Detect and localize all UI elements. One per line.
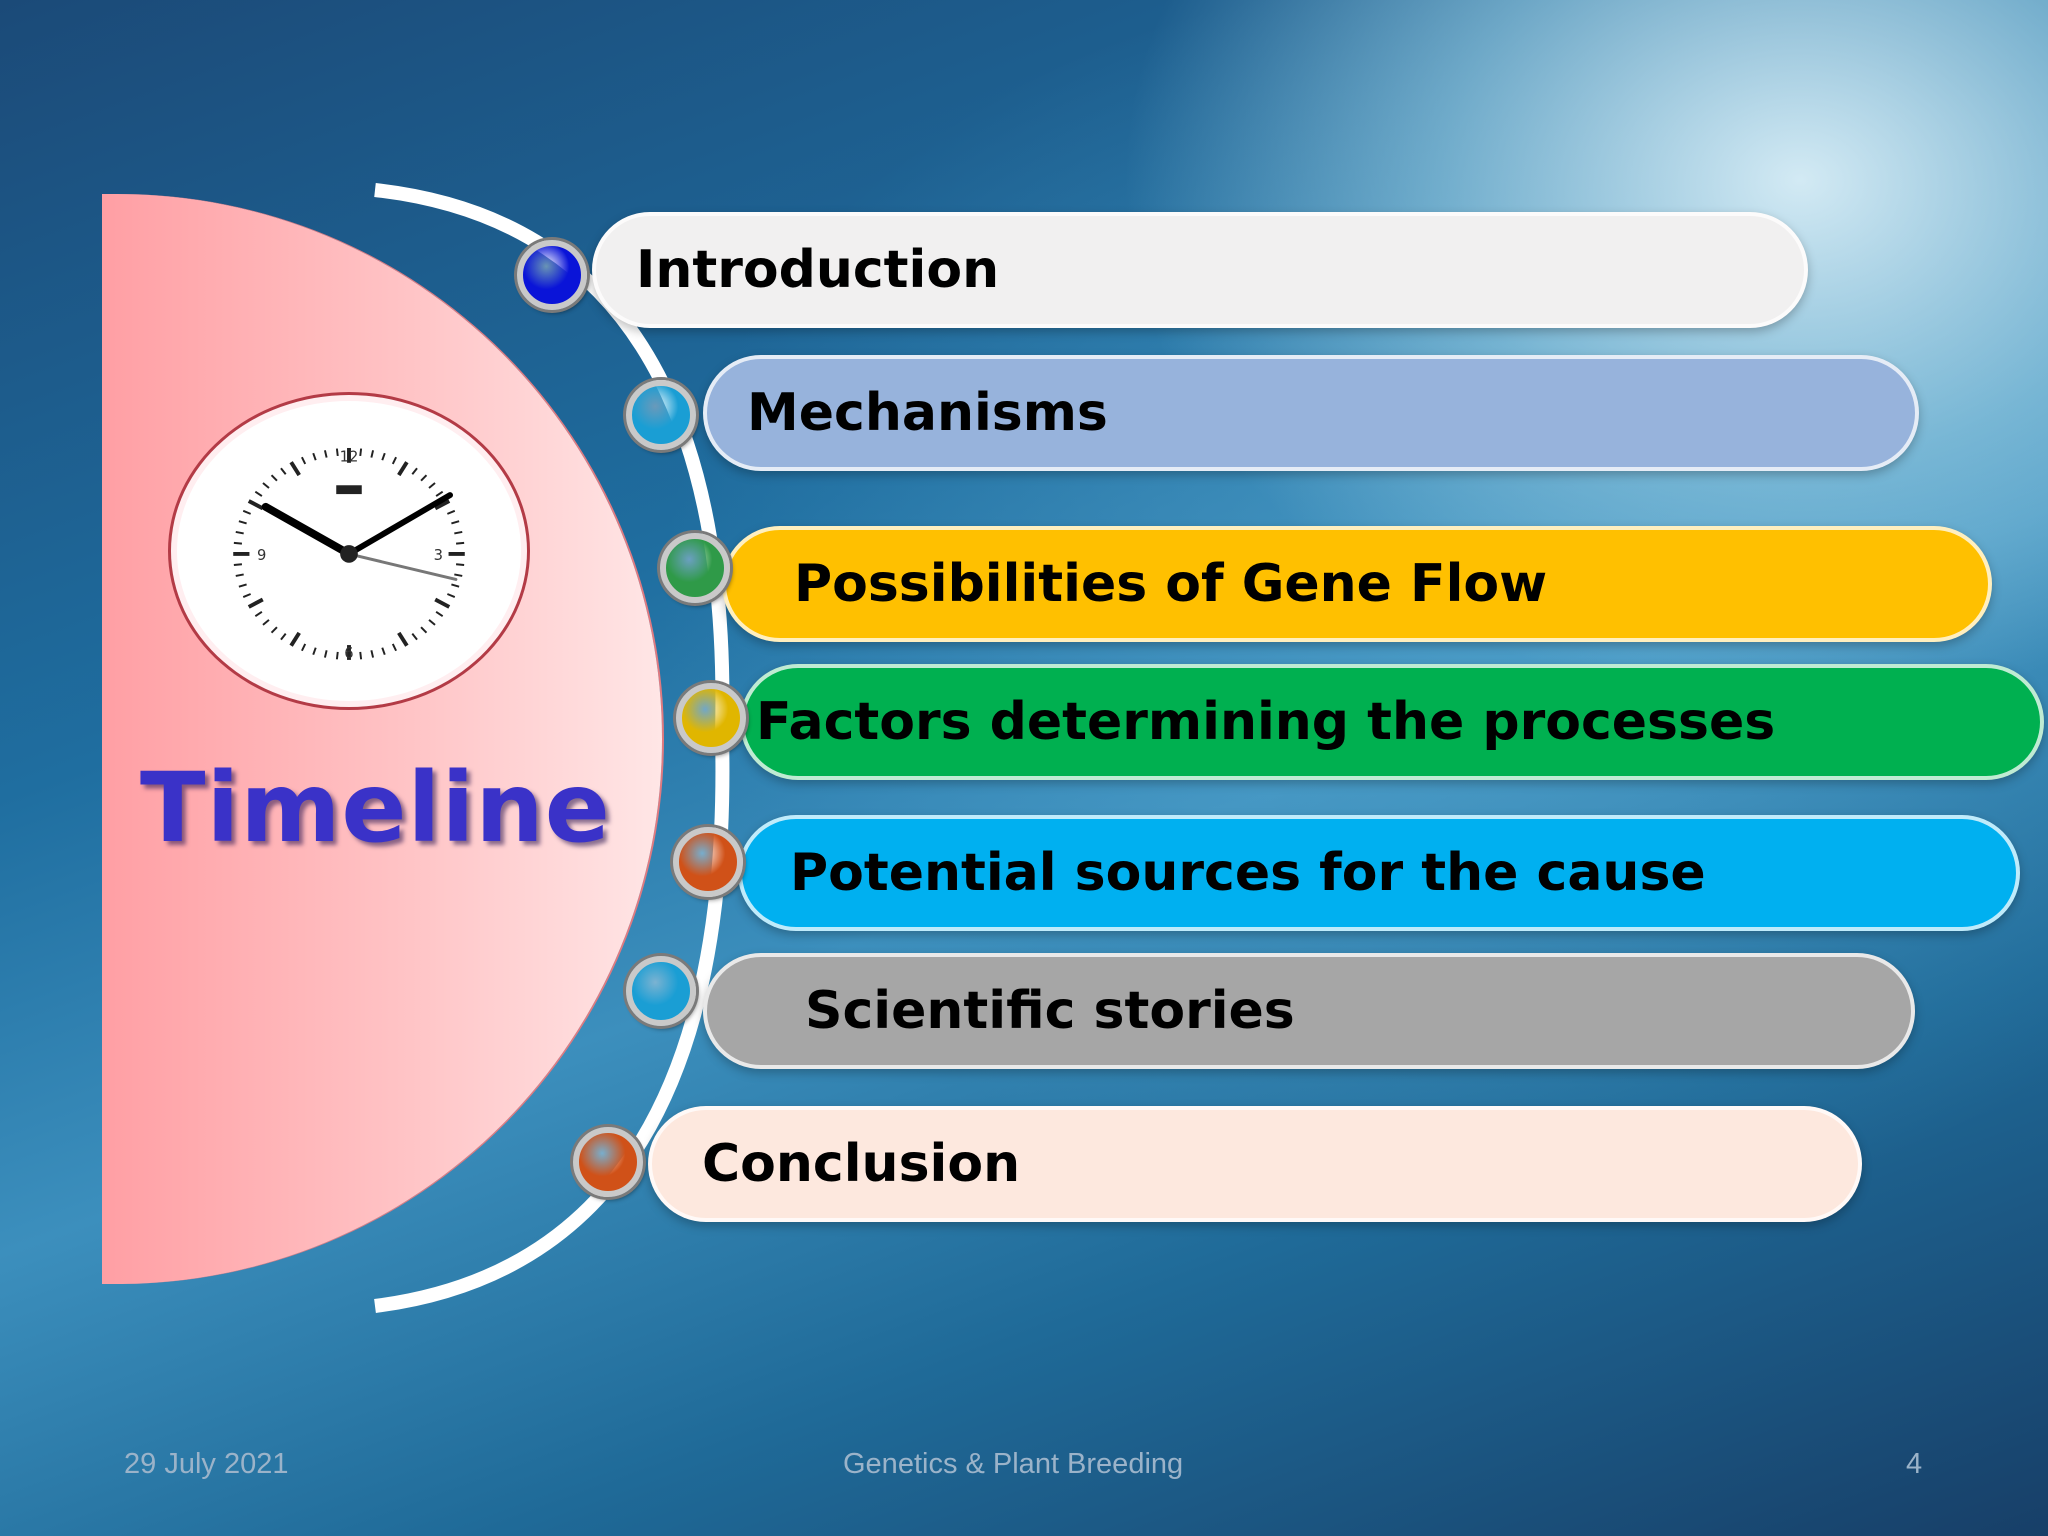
timeline-title: Timeline <box>140 752 611 864</box>
footer-date: 29 July 2021 <box>124 1448 289 1480</box>
timeline-bullet-icon <box>660 533 730 603</box>
timeline-item-3[interactable]: Possibilities of Gene Flow <box>722 526 1992 642</box>
timeline-item-label: Mechanisms <box>747 383 1108 443</box>
timeline-bullet-icon <box>517 240 587 310</box>
timeline-item-label: Potential sources for the cause <box>790 843 1706 903</box>
svg-text:6: 6 <box>344 645 353 662</box>
timeline-item-label: Scientific stories <box>805 981 1295 1041</box>
timeline-bullet-icon <box>626 956 696 1026</box>
timeline-item-label: Possibilities of Gene Flow <box>794 554 1548 614</box>
timeline-bullet-icon <box>676 683 746 753</box>
timeline-item-7[interactable]: Conclusion <box>648 1106 1862 1222</box>
footer-course: Genetics & Plant Breeding <box>843 1448 1184 1480</box>
timeline-item-label: Conclusion <box>702 1134 1021 1194</box>
timeline-bullet-icon <box>673 827 743 897</box>
clock-icon: 12 3 6 9 <box>168 392 530 710</box>
footer-page-number: 4 <box>1906 1448 1923 1480</box>
timeline-half-disc <box>102 194 662 1284</box>
timeline-bullet-icon <box>573 1127 643 1197</box>
timeline-item-1[interactable]: Introduction <box>592 212 1808 328</box>
timeline-bullet-icon <box>626 380 696 450</box>
svg-text:12: 12 <box>340 449 359 466</box>
timeline-item-4[interactable]: Factors determining the processes <box>740 664 2044 780</box>
svg-text:9: 9 <box>257 547 266 564</box>
timeline-item-label: Factors determining the processes <box>756 692 1776 752</box>
timeline-item-label: Introduction <box>636 240 1000 300</box>
svg-text:3: 3 <box>434 547 443 564</box>
timeline-item-6[interactable]: Scientific stories <box>703 953 1915 1069</box>
timeline-item-2[interactable]: Mechanisms <box>703 355 1919 471</box>
timeline-item-5[interactable]: Potential sources for the cause <box>738 815 2020 931</box>
